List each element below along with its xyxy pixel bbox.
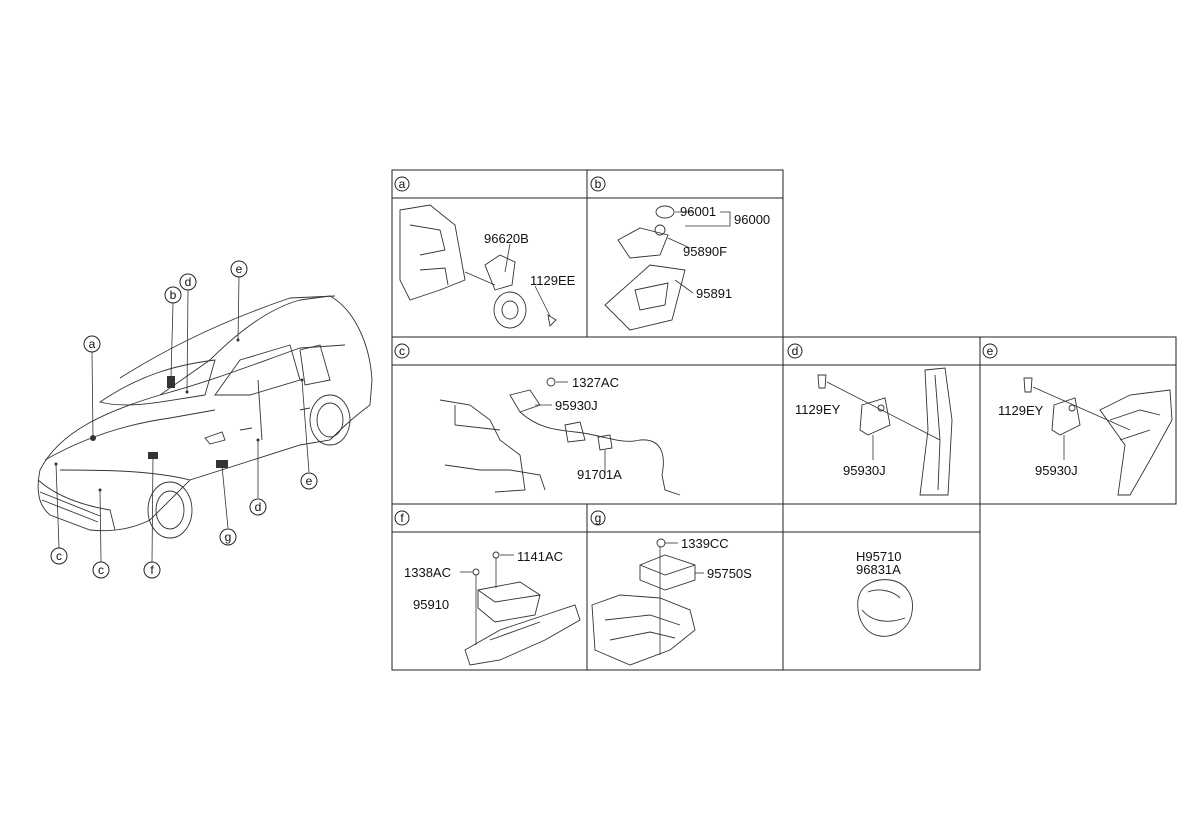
svg-text:d: d — [255, 500, 262, 514]
part-1129EE: 1129EE — [530, 273, 576, 288]
panel-h: H95710 96831A — [782, 503, 981, 671]
part-96620B: 96620B — [484, 231, 529, 246]
panel-g: g 1339CC 95750S — [586, 503, 784, 671]
svg-text:e: e — [236, 262, 243, 276]
part-96000: 96000 — [734, 212, 770, 227]
svg-text:d: d — [185, 275, 192, 289]
part-95930J-d: 95930J — [843, 463, 886, 478]
svg-text:c: c — [98, 563, 104, 577]
panel-a: a 96620B 1129EE — [391, 169, 588, 338]
part-H95710: H95710 — [856, 549, 902, 564]
panel-c-tag: c — [399, 344, 405, 358]
car-illustration — [37, 295, 373, 539]
svg-text:e: e — [306, 474, 313, 488]
callout-b[interactable]: b — [164, 286, 182, 304]
callout-c-mid[interactable]: c — [92, 561, 110, 579]
part-96831A: 96831A — [856, 562, 901, 577]
callout-e-right[interactable]: e — [300, 472, 318, 490]
part-95930J-e: 95930J — [1035, 463, 1078, 478]
svg-text:b: b — [170, 288, 177, 302]
callout-g[interactable]: g — [219, 528, 237, 546]
callout-a[interactable]: a — [83, 335, 101, 353]
panel-b-tag: b — [595, 177, 602, 191]
callout-d-right[interactable]: d — [249, 498, 267, 516]
part-1141AC: 1141AC — [517, 549, 563, 564]
part-1338AC: 1338AC — [404, 565, 451, 580]
callout-d-top[interactable]: d — [179, 273, 197, 291]
svg-text:g: g — [225, 530, 232, 544]
svg-text:a: a — [89, 337, 96, 351]
panel-a-tag: a — [399, 177, 406, 191]
panel-g-tag: g — [595, 511, 602, 525]
part-95890F: 95890F — [683, 244, 727, 259]
callout-leaders — [55, 276, 310, 563]
part-95930J: 95930J — [555, 398, 598, 413]
panel-d-tag: d — [792, 344, 799, 358]
panel-c: c 1327AC 95930J 91701A — [391, 336, 784, 505]
part-95891: 95891 — [696, 286, 732, 301]
part-91701A: 91701A — [577, 467, 622, 482]
panel-e-tag: e — [987, 344, 994, 358]
part-1129EY-d: 1129EY — [795, 402, 841, 417]
callout-e-top[interactable]: e — [230, 260, 248, 278]
svg-text:f: f — [150, 563, 154, 577]
part-96001: 96001 — [680, 204, 716, 219]
part-95750S: 95750S — [707, 566, 752, 581]
panel-b: b 96001 96000 95890F 95891 — [586, 169, 784, 338]
part-1327AC: 1327AC — [572, 375, 619, 390]
panel-f-tag: f — [400, 511, 404, 525]
part-1339CC: 1339CC — [681, 536, 729, 551]
callout-f[interactable]: f — [143, 561, 161, 579]
panel-f: f 1141AC 1338AC 95910 — [391, 503, 588, 671]
svg-text:c: c — [56, 549, 62, 563]
panel-d: d 1129EY 95930J — [782, 336, 981, 505]
panel-e: e 1129EY 95930J — [979, 336, 1177, 505]
part-1129EY-e: 1129EY — [998, 403, 1044, 418]
part-95910: 95910 — [413, 597, 449, 612]
callout-c-left[interactable]: c — [50, 547, 68, 565]
